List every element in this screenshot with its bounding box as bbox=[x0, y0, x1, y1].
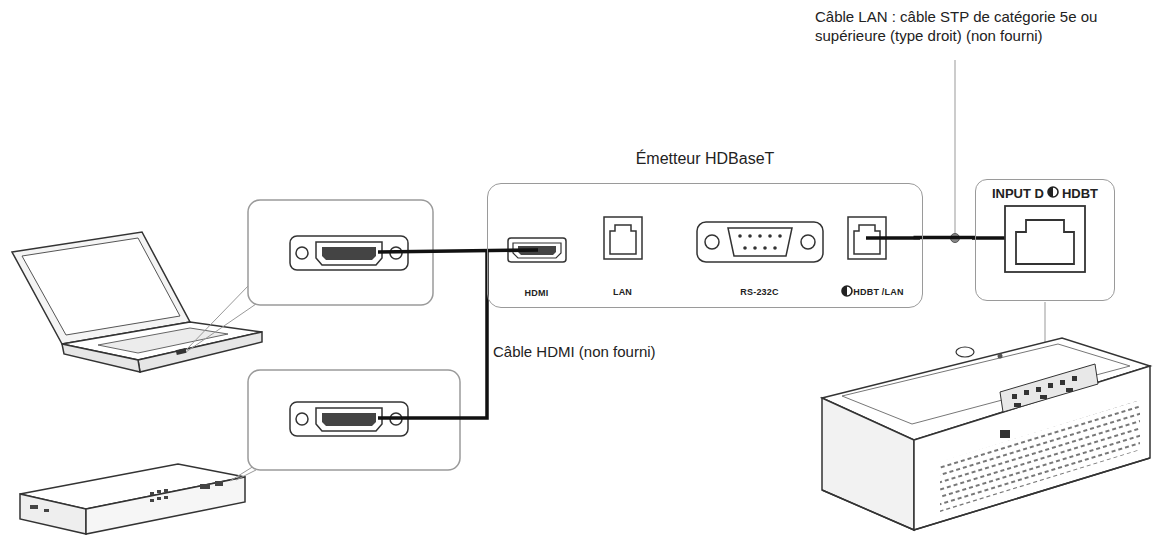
callout-leader bbox=[186, 304, 256, 352]
serial-port: RS-232C bbox=[690, 215, 830, 301]
laptop bbox=[176, 348, 187, 355]
cable-note: Câble LAN : câble STP de catégorie 5e ou… bbox=[815, 8, 1145, 46]
transmitter-ports bbox=[697, 222, 823, 262]
av-device bbox=[200, 484, 210, 489]
transmitter-ports bbox=[773, 246, 777, 250]
laptop bbox=[22, 238, 180, 335]
hdbt-logo bbox=[1047, 186, 1059, 198]
box-title: Émetteur HDBaseT bbox=[488, 150, 922, 168]
hdbt-logo bbox=[842, 286, 852, 296]
transmitter-ports bbox=[508, 217, 886, 262]
projector bbox=[1048, 383, 1053, 388]
cable-leader bbox=[955, 60, 956, 233]
transmitter-ports bbox=[801, 235, 815, 249]
hdmi-cable bbox=[378, 251, 487, 418]
projector bbox=[1024, 390, 1029, 395]
av-device bbox=[20, 494, 86, 534]
hdmi-cable bbox=[378, 250, 538, 252]
callout-leader bbox=[236, 470, 256, 480]
projector bbox=[842, 344, 1130, 424]
transmitter-box: Émetteur HDBaseTHDMILANRS-232CHDBT /LAN bbox=[487, 183, 923, 308]
projector bbox=[940, 400, 1140, 512]
av-device bbox=[215, 481, 223, 486]
projector bbox=[1000, 364, 1098, 412]
projector bbox=[956, 347, 974, 357]
hdbt-logo bbox=[1048, 187, 1058, 197]
av-device bbox=[164, 496, 168, 499]
projector bbox=[822, 338, 1150, 530]
projector bbox=[1012, 376, 1077, 407]
projector bbox=[1066, 388, 1073, 392]
callout-box bbox=[248, 370, 460, 470]
transmitter-ports bbox=[768, 234, 772, 238]
av-device bbox=[150, 499, 154, 502]
transmitter-ports bbox=[604, 217, 642, 259]
projector bbox=[1012, 394, 1017, 399]
callout-label: INPUT D bbox=[992, 186, 1044, 201]
hdbt-port: HDBT /LAN bbox=[832, 212, 914, 301]
callout-leader bbox=[230, 466, 254, 481]
transmitter-ports bbox=[748, 234, 752, 238]
transmitter-ports bbox=[753, 246, 757, 250]
transmitter-ports bbox=[763, 246, 767, 250]
port-label: HDBT /LAN bbox=[853, 287, 903, 297]
av-device bbox=[20, 464, 245, 534]
av-device bbox=[30, 481, 223, 512]
projector bbox=[1060, 380, 1065, 385]
cable-leader bbox=[955, 60, 956, 233]
input-callout: INPUT D HDBT bbox=[975, 179, 1115, 301]
projector-callout-port bbox=[1016, 220, 1074, 264]
callout-leader bbox=[186, 284, 250, 350]
callout-leader bbox=[186, 284, 256, 352]
lan-cable bbox=[866, 236, 920, 240]
projector bbox=[1040, 395, 1047, 399]
laptop bbox=[98, 328, 228, 353]
hdmi-cable bbox=[378, 250, 538, 418]
av-device bbox=[164, 489, 168, 492]
av-device bbox=[157, 497, 161, 500]
transmitter-ports bbox=[738, 234, 742, 238]
projector bbox=[822, 458, 1150, 530]
projector bbox=[1000, 430, 1010, 438]
laptop bbox=[12, 232, 262, 372]
av-device bbox=[150, 492, 154, 495]
projector bbox=[1072, 376, 1077, 381]
projector-callout-port bbox=[1005, 206, 1085, 272]
transmitter-ports bbox=[758, 234, 762, 238]
callout-label: HDBT bbox=[1062, 186, 1098, 201]
cable-note: Câble HDMI (non fourni) bbox=[493, 343, 723, 362]
lan-port: LAN bbox=[595, 212, 651, 301]
callout-box bbox=[248, 370, 460, 470]
callout-leader bbox=[230, 466, 256, 481]
projector bbox=[1036, 387, 1041, 392]
hdbt-logo bbox=[1048, 187, 1053, 197]
hdbt-logo bbox=[842, 286, 847, 296]
projector-callout-port bbox=[1005, 206, 1085, 272]
av-device bbox=[44, 509, 49, 512]
transmitter-ports bbox=[778, 234, 782, 238]
av-device bbox=[30, 505, 38, 509]
transmitter-ports bbox=[743, 246, 747, 250]
av-device bbox=[86, 477, 245, 534]
transmitter-ports bbox=[738, 234, 782, 250]
port-label: HDMI bbox=[525, 288, 549, 298]
hdbt-logo bbox=[841, 285, 853, 297]
projector bbox=[998, 354, 1003, 359]
transmitter-ports bbox=[728, 228, 792, 256]
av-device bbox=[157, 490, 161, 493]
transmitter-ports bbox=[705, 235, 719, 249]
port-label: LAN bbox=[613, 287, 632, 297]
projector bbox=[1014, 403, 1021, 407]
hdmi-port: HDMI bbox=[500, 230, 574, 302]
port-label: RS-232C bbox=[740, 287, 778, 297]
